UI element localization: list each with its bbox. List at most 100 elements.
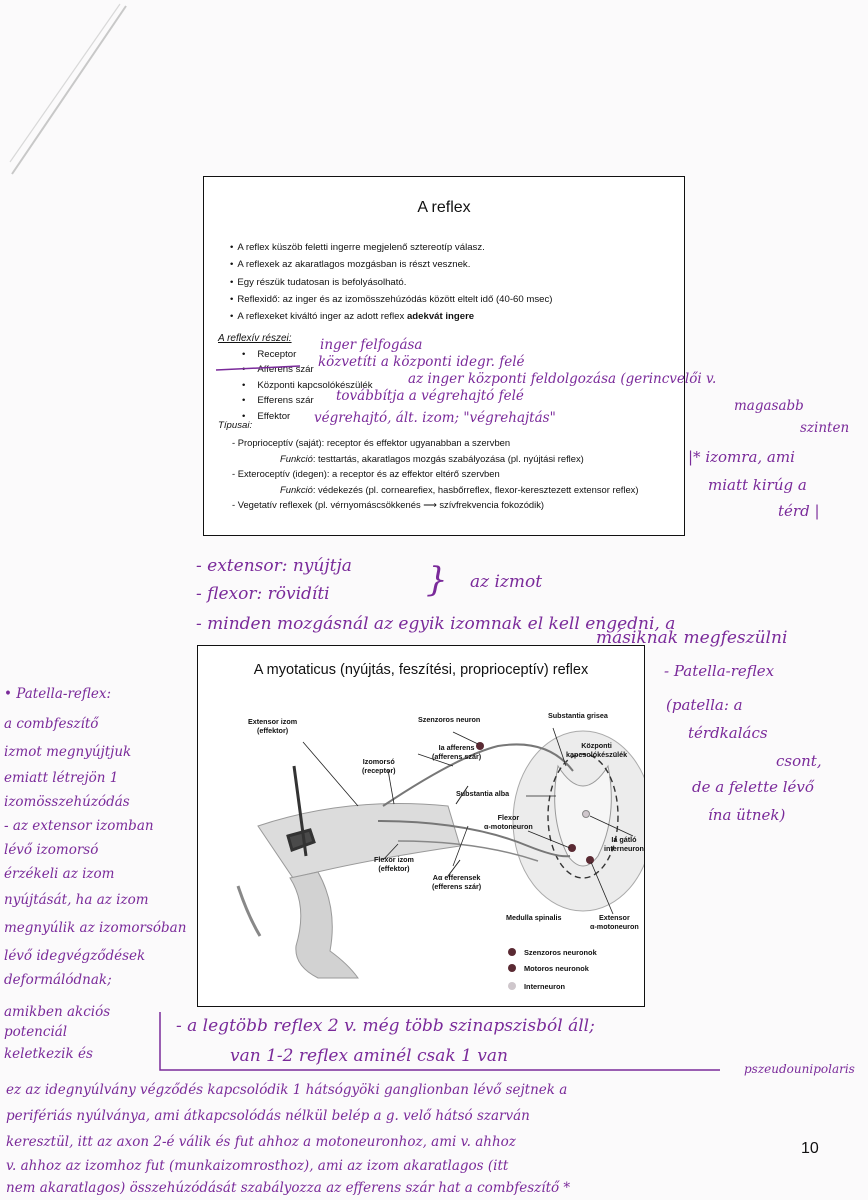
reflex-arc-parts-list: Receptor Afferens szár Központi kapcsoló… <box>242 347 373 424</box>
afferent-path <box>382 743 574 807</box>
note-pseudo: pszeudounipolaris <box>744 1062 855 1076</box>
note-effector: végrehajtó, ált. izom; "végrehajtás" <box>314 410 556 426</box>
efferent-path-2 <box>397 840 539 862</box>
note-central-2: magasabb <box>734 398 804 414</box>
label-muscle-spindle: Izomorsó (receptor) <box>362 757 396 775</box>
note-legtobb: - a legtöbb reflex 2 v. még több szinaps… <box>176 1016 595 1036</box>
motion-arrow <box>236 885 262 937</box>
legend-interneuron: Interneuron <box>508 982 565 991</box>
note-central: az inger központi feldolgozása (gerincve… <box>408 371 717 387</box>
left-note: • Patella-reflex: <box>4 686 112 702</box>
left-note: potenciál <box>4 1024 68 1040</box>
bottom-note: ez az idegnyúlvány végződés kapcsolódik … <box>6 1082 568 1098</box>
left-note: lévő izomorsó <box>4 842 99 858</box>
note-flexor: - flexor: rövidíti <box>196 584 330 604</box>
bullet-item: Egy részük tudatosan is befolyásolható. <box>230 274 553 291</box>
slide-title: A reflex <box>417 199 471 216</box>
left-note: izmot megnyújtjuk <box>4 744 132 760</box>
lower-leg-shape <box>289 871 359 979</box>
page-number: 10 <box>801 1140 819 1157</box>
legend-swatch <box>508 982 516 990</box>
type-proprioceptive: - Proprioceptív (saját): receptor és eff… <box>232 437 511 448</box>
note-brace: } <box>426 560 448 600</box>
right-note-3: térdkalács <box>688 724 768 742</box>
label-sensory-neuron: Szenzoros neuron <box>418 715 481 724</box>
part-item: Központi kapcsolókészülék <box>242 378 372 393</box>
note-extensor: - extensor: nyújtja <box>196 556 352 576</box>
note-central-3: szinten <box>800 420 850 436</box>
legend-swatch <box>508 964 516 972</box>
type-function: Funkció: védekezés (pl. cornearefiex, ha… <box>280 483 639 495</box>
note-efferent: továbbítja a végrehajtó felé <box>336 388 524 404</box>
side-note-3: térd | <box>778 502 820 520</box>
left-note: izomösszehúzódás <box>4 794 130 810</box>
label-central-unit: Központi kapcsolókészülék <box>566 741 628 759</box>
left-note: lévő idegvégződések <box>4 948 146 964</box>
label-spinal-cord: Medulla spinalis <box>506 913 562 922</box>
label-efferents: Aα efferensek (efferens szár) <box>432 873 482 891</box>
bold-term: adekvát ingere <box>406 311 475 323</box>
left-note: emiatt létrejön 1 <box>4 770 119 786</box>
pen-stroke-mark <box>9 3 127 175</box>
legend-motor: Motoros neuronok <box>508 964 589 973</box>
side-note-2: miatt kirúg a <box>708 476 807 494</box>
side-note-1: |* izomra, ami <box>688 448 795 466</box>
reflex-types: - Proprioceptív (saját): receptor és eff… <box>232 435 639 513</box>
right-note-1: - Patella-reflex <box>664 662 775 680</box>
bottom-note: perifériás nyúlványa, ami átkapcsolódás … <box>6 1108 530 1124</box>
label-inhibitory-interneuron: Ia gátló interneuron <box>604 835 644 853</box>
reflex-slide: A reflex A reflex küszöb feletti ingerre… <box>203 176 685 536</box>
arrow-icon: ⟶ <box>423 499 437 511</box>
right-note-5: de a felette lévő <box>692 778 814 796</box>
part-item: Receptor <box>242 347 373 362</box>
left-note: - az extensor izomban <box>4 818 154 834</box>
label-ia-afferent: Ia afferens (afferens szár) <box>432 743 482 761</box>
central-unit-outline <box>547 753 619 879</box>
label-extensor-muscle: Extensor izom (effektor) <box>248 717 298 735</box>
left-note: a combfeszítő <box>4 716 99 732</box>
right-note-6: ína ütnek) <box>708 806 786 824</box>
type-exteroceptive: - Exteroceptív (idegen): a receptor és a… <box>232 468 500 480</box>
part-item: Afferens szár <box>242 362 373 377</box>
myotatic-reflex-slide: A myotaticus (nyújtás, feszítési, propri… <box>197 645 645 1007</box>
left-note: amikben akciós <box>4 1004 111 1020</box>
slide-title: A myotaticus (nyújtás, feszítési, propri… <box>253 662 589 678</box>
bullet-item: A reflex küszöb feletti ingerre megjelen… <box>230 239 553 256</box>
type-vegetative: - Vegetatív reflexek (pl. vérnyomáscsökk… <box>232 499 545 511</box>
left-note: keletkezik és <box>4 1046 93 1062</box>
right-note-2: (patella: a <box>666 696 743 714</box>
reflex-arc-illustration <box>236 727 644 979</box>
note-az-izmot: az izmot <box>470 572 543 592</box>
bottom-note: nem akaratlagos) összehúzódását szabályo… <box>6 1180 571 1196</box>
hammer <box>286 765 316 857</box>
label-grey-matter: Substantia grisea <box>548 711 608 720</box>
part-item: Effektor <box>242 409 373 424</box>
reflex-bullet-list: A reflex küszöb feletti ingerre megjelen… <box>230 239 553 325</box>
type-function: Funkció: testtartás, akaratlagos mozgás … <box>280 452 584 464</box>
left-note: megnyúlik az izomorsóban <box>4 920 187 936</box>
label-extensor-motoneuron: Extensor α-motoneuron <box>590 913 639 931</box>
bullet-item: A reflexeket kiváltó inger az adott refl… <box>230 308 553 325</box>
label-flexor-muscle: Flexor izom (effektor) <box>374 855 414 873</box>
note-receptor: inger felfogása <box>320 337 423 353</box>
efferent-path <box>377 820 571 858</box>
left-note: érzékeli az izom <box>4 866 115 882</box>
bullet-item: A reflexek az akaratlagos mozgásban is r… <box>230 256 553 273</box>
label-white-matter: Substantia alba <box>456 789 510 798</box>
left-note: deformálódnak; <box>4 972 112 988</box>
note-minden: - minden mozgásnál az egyik izomnak el k… <box>196 614 676 634</box>
note-afferent: közvetíti a központi idegr. felé <box>318 354 525 370</box>
part-item: Efferens szár <box>242 393 373 408</box>
label-flexor-motoneuron: Flexor α-motoneuron <box>484 813 533 831</box>
note-masiknak: másiknak megfeszülni <box>596 628 788 648</box>
left-note: nyújtását, ha az izom <box>4 892 149 908</box>
extensor-motoneuron-soma <box>586 856 594 864</box>
note-van: van 1-2 reflex aminél csak 1 van <box>230 1046 508 1066</box>
bullet-item: Reflexidő: az inger és az izomösszehúzód… <box>230 291 552 308</box>
right-note-4: csont, <box>776 752 822 770</box>
types-heading: Típusai: <box>218 420 253 431</box>
flexor-motoneuron-soma <box>568 844 576 852</box>
parts-heading: A reflexív részei: <box>218 333 292 344</box>
interneuron-soma <box>582 810 590 818</box>
